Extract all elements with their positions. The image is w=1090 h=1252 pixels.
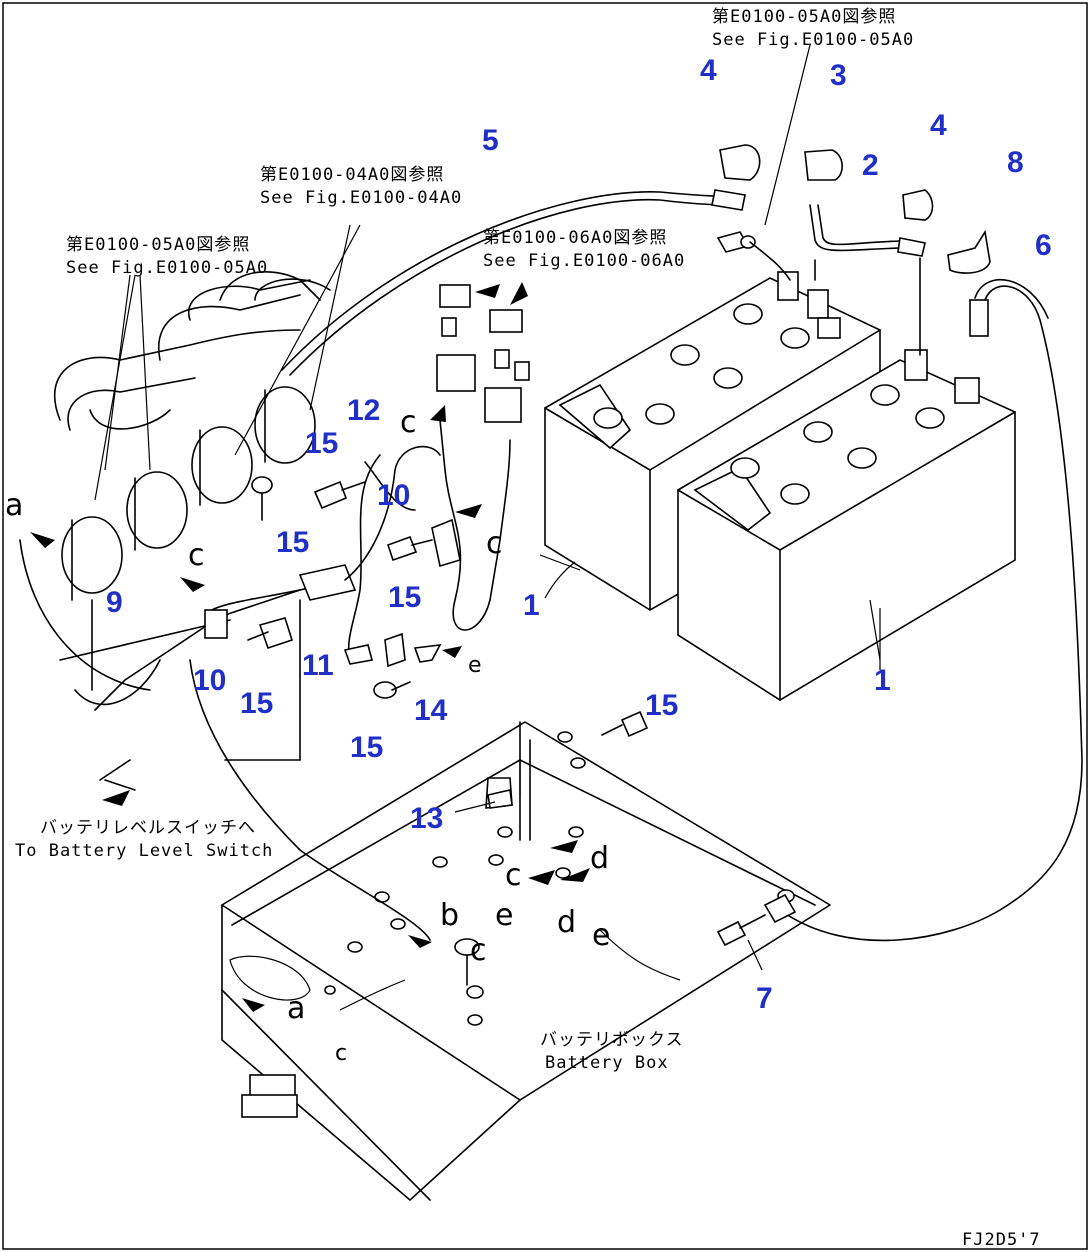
callout-15c: 15: [388, 581, 421, 614]
callout-13: 13: [410, 802, 443, 835]
callout-11: 11: [302, 649, 334, 682]
note-battery-box-jp: バッテリボックス: [540, 1030, 684, 1050]
ref-a-left: a: [5, 488, 23, 523]
reference-notes: 第E0100-05A0図参照 See Fig.E0100-05A0 第E0100…: [15, 7, 914, 1073]
callout-1a: 1: [523, 589, 540, 622]
callout-9: 9: [106, 586, 123, 619]
note-06a0-jp: 第E0100-06A0図参照: [483, 228, 667, 248]
battery-front: [677, 359, 1016, 701]
callout-15a: 15: [305, 427, 338, 460]
ref-b-box: b: [440, 898, 459, 933]
callout-4a: 4: [700, 54, 717, 87]
callouts: 1 1 2 3 4 4 5 6 7 8 9 10 10 11 12 13 14 …: [106, 54, 1052, 1015]
callout-15f: 15: [645, 689, 678, 722]
ref-a-box: a: [287, 991, 305, 1026]
note-05a0-top-jp: 第E0100-05A0図参照: [712, 7, 896, 27]
arrows: [30, 282, 590, 1012]
note-06a0-en: See Fig.E0100-06A0: [483, 251, 685, 271]
callout-15b: 15: [276, 526, 309, 559]
callout-8: 8: [1007, 146, 1024, 179]
note-05a0-left-en: See Fig.E0100-05A0: [66, 258, 268, 278]
relay-assembly: [19, 271, 431, 941]
callout-15d: 15: [240, 687, 273, 720]
note-05a0-left-jp: 第E0100-05A0図参照: [66, 235, 250, 255]
leader-lines: [94, 44, 881, 1011]
note-05a0-top-en: See Fig.E0100-05A0: [712, 30, 914, 50]
ref-e-box-2: e: [592, 918, 610, 953]
callout-10b: 10: [377, 479, 410, 512]
callout-14: 14: [414, 694, 448, 727]
callout-15e: 15: [350, 731, 383, 764]
battery-box: [221, 710, 831, 1201]
wiring-harness: [247, 284, 530, 809]
callout-3: 3: [830, 59, 847, 92]
battery-terminals: [777, 271, 980, 404]
ref-c-box-3: c: [335, 1041, 347, 1066]
ref-e-box: e: [495, 898, 513, 933]
ref-d-box: d: [557, 905, 576, 940]
callout-10a: 10: [193, 664, 226, 697]
callout-2: 2: [862, 149, 879, 182]
callout-6: 6: [1035, 229, 1052, 262]
drawing-code: FJ2D5'7: [962, 1230, 1041, 1250]
callout-12: 12: [347, 394, 380, 427]
connection-refs: a c c c e c b e c d e d a c: [5, 405, 610, 1066]
ref-c-box-2: c: [470, 933, 487, 968]
callout-5: 5: [482, 124, 499, 157]
note-battery-level-switch-en: To Battery Level Switch: [15, 841, 273, 861]
callout-7: 7: [756, 982, 773, 1015]
cables: [281, 189, 1083, 942]
note-battery-box-en: Battery Box: [545, 1053, 669, 1073]
callout-1b: 1: [874, 664, 891, 697]
note-battery-level-switch-jp: バッテリレベルスイッチへ: [40, 818, 256, 838]
terminal-caps: [719, 144, 991, 274]
note-04a0-jp: 第E0100-04A0図参照: [260, 165, 444, 185]
callout-4b: 4: [930, 109, 947, 142]
ref-c-3: c: [486, 526, 503, 561]
ref-d-box-2: d: [590, 841, 609, 876]
note-04a0-en: See Fig.E0100-04A0: [260, 188, 462, 208]
ref-c-box: c: [505, 858, 522, 893]
ref-e-1: e: [468, 653, 482, 678]
ref-c-1: c: [188, 538, 205, 573]
ref-c-2: c: [400, 405, 417, 440]
